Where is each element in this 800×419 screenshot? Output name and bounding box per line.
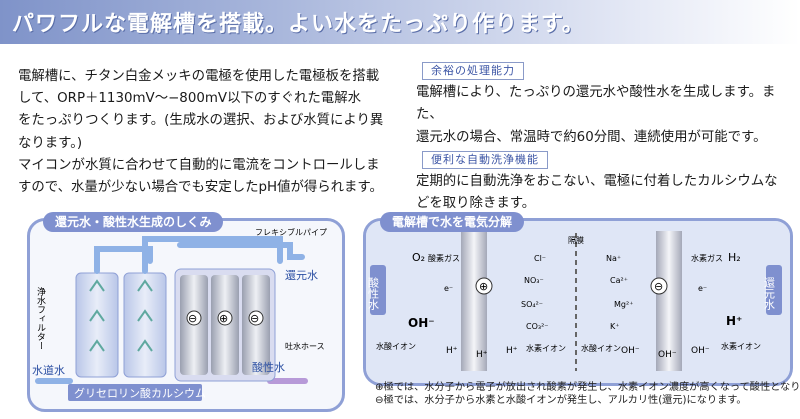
intro-line: すので、水量が少ない場合でも安定したpH値が得られます。 — [18, 180, 383, 196]
electrolysis-notes: ⊕極では、水分子から電子が放出され酸素が発生し、水素イオン濃度が高くなって酸性と… — [375, 381, 800, 407]
hydroxide-ion-label: 水酸イオン — [581, 343, 621, 353]
anion-label: Cl⁻ — [534, 254, 546, 263]
minus-symbol: ⊖ — [250, 312, 259, 325]
hydroxide-ion-label: 水酸イオン — [376, 341, 416, 351]
header-banner: パワフルな電解槽を搭載。よい水をたっぷり作ります。 — [0, 0, 800, 44]
reduced-water-label: 還元水 — [285, 269, 318, 282]
intro-line: マイコンが水質に合わせて自動的に電流をコントロールしま — [18, 157, 380, 173]
intro-line: をたっぷりつくります。(生成水の選択、および水質により異 — [18, 113, 384, 129]
filter-cartridges — [75, 272, 167, 378]
intro-line: なります。) — [18, 135, 83, 151]
anion-label: SO₄²⁻ — [521, 300, 543, 309]
filter-label: 浄水フィルター — [35, 286, 46, 350]
oxygen-gas-label: 酸素ガス — [428, 253, 460, 263]
electrolysis-cell — [174, 268, 276, 382]
cation-label: Na⁺ — [606, 254, 621, 263]
electron-label: e⁻ — [698, 284, 707, 293]
electron-label: e⁻ — [444, 284, 453, 293]
intro-line: 電解槽に、チタン白金メッキの電極を使用した電極板を搭載 — [18, 69, 380, 84]
features: 余裕の処理能力 電解槽により、たっぷりの還元水や酸性水を生成します。また、 還元… — [416, 60, 794, 215]
feature-line: 定期的に自動洗浄をおこない、電極に付着したカルシウムな — [416, 174, 778, 190]
note-line: ⊕極では、水分子から電子が放出され酸素が発生し、水素イオン濃度が高くなって酸性と… — [375, 382, 800, 393]
electrolysis-diagram-svg: ⊕ ⊖ 酸性水 還元水 隔膜 O₂ 酸素ガス 水素ガス H₂ OH⁻ H⁺ e⁻… — [366, 221, 790, 383]
cation-label: Ca²⁺ — [610, 276, 628, 285]
outlet-hose-label: 吐水ホース — [285, 341, 325, 351]
oh-ion-label: OH⁻ — [658, 350, 677, 360]
h2-label: H₂ — [728, 251, 741, 264]
h-ion-label: H⁺ — [446, 346, 458, 356]
electrolysis-diagram: ⊕ ⊖ 酸性水 還元水 隔膜 O₂ 酸素ガス 水素ガス H₂ OH⁻ H⁺ e⁻… — [363, 218, 793, 386]
minus-symbol: ⊖ — [188, 312, 197, 325]
generation-diagram: ⊖ ⊕ ⊖ フレキシブルパイプ 還元水 吐水ホース 酸性水 水道水 浄水フィルタ… — [27, 218, 345, 412]
generation-diagram-title: 還元水・酸性水生成のしくみ — [43, 212, 224, 232]
feature-line: 電解槽により、たっぷりの還元水や酸性水を生成します。また、 — [416, 85, 776, 123]
feature-line: どを取り除きます。 — [416, 196, 536, 212]
plus-electrode: ⊕ — [479, 280, 488, 293]
oh-ion-label: OH⁻ — [621, 346, 640, 356]
feature-tag-capacity: 余裕の処理能力 — [422, 62, 524, 80]
cation-label: Mg²⁺ — [614, 300, 633, 309]
h-ion-label: H⁺ — [726, 314, 742, 328]
oh-ion-label: OH⁻ — [408, 316, 435, 330]
reduced-side-label: 還元水 — [763, 277, 776, 310]
oh-ion-label: OH⁻ — [691, 346, 710, 356]
intro-text: 電解槽に、チタン白金メッキの電極を使用した電極板を搭載 して、ORP＋1130m… — [18, 66, 390, 199]
anion-label: NO₃⁻ — [524, 276, 544, 285]
feature-line: 還元水の場合、常温時で約60分間、連続使用が可能です。 — [416, 129, 767, 145]
generation-diagram-svg: ⊖ ⊕ ⊖ フレキシブルパイプ 還元水 吐水ホース 酸性水 水道水 浄水フィルタ… — [32, 227, 327, 401]
note-line: ⊖極では、水分子から水素と水酸イオンが発生し、アルカリ性(還元)になります。 — [375, 395, 747, 406]
hydrogen-gas-label: 水素ガス — [691, 253, 723, 263]
membrane-label: 隔膜 — [568, 235, 584, 245]
feature-tag-cleaning: 便利な自動洗浄機能 — [422, 150, 548, 169]
minus-electrode: ⊖ — [654, 280, 663, 293]
h-ion-label: H⁺ — [476, 350, 488, 360]
anion-label: CO₃²⁻ — [526, 322, 549, 331]
o2-label: O₂ — [412, 251, 425, 264]
pipes — [35, 236, 308, 384]
acidic-water-label: 酸性水 — [252, 360, 285, 374]
flexible-pipe-label: フレキシブルパイプ — [255, 227, 327, 237]
page-title: パワフルな電解槽を搭載。よい水をたっぷり作ります。 — [12, 12, 585, 37]
hydrogen-ion-label: 水素イオン — [721, 341, 761, 351]
intro-line: して、ORP＋1130mV〜−800mV以下のすぐれた電解水 — [18, 91, 361, 107]
hydrogen-ion-label: 水素イオン — [526, 343, 566, 353]
acidic-side-label: 酸性水 — [367, 276, 380, 310]
cation-label: K⁺ — [610, 322, 619, 331]
tap-water-label: 水道水 — [32, 363, 65, 377]
calcium-label: グリセロリン酸カルシウム — [74, 386, 206, 400]
h-ion-label: H⁺ — [506, 346, 518, 356]
electrolysis-diagram-title: 電解槽で水を電気分解 — [380, 212, 525, 232]
plus-symbol: ⊕ — [219, 312, 228, 325]
